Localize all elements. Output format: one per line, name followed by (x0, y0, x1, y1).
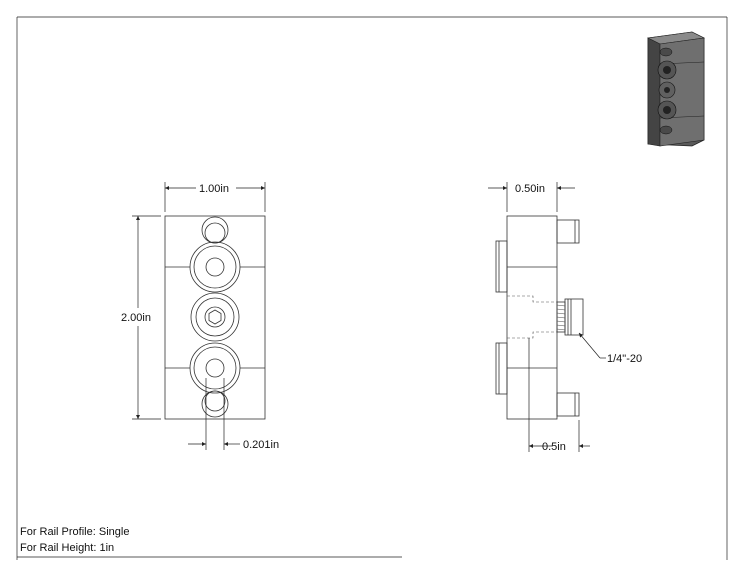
front-view (164, 215, 266, 420)
dim-width (164, 182, 266, 212)
dim-side-width (488, 182, 575, 212)
dim-hole-offset (188, 378, 240, 450)
dim-width-label: 1.00in (199, 183, 229, 195)
dim-side-depth (528, 338, 590, 452)
isometric-view (646, 31, 706, 147)
sheet-border (16, 16, 728, 560)
note-rail-profile: For Rail Profile: Single (20, 526, 129, 538)
side-view (495, 215, 584, 420)
dim-hole-offset-label: 0.201in (243, 439, 279, 451)
thread-callout-label: 1/4"-20 (607, 353, 642, 365)
note-rail-height: For Rail Height: 1in (20, 542, 114, 554)
dim-height (132, 215, 161, 420)
dim-side-depth-label: 0.5in (542, 441, 566, 453)
dim-side-width-label: 0.50in (515, 183, 545, 195)
dim-height-label: 2.00in (121, 312, 151, 324)
thread-leader (578, 332, 606, 359)
